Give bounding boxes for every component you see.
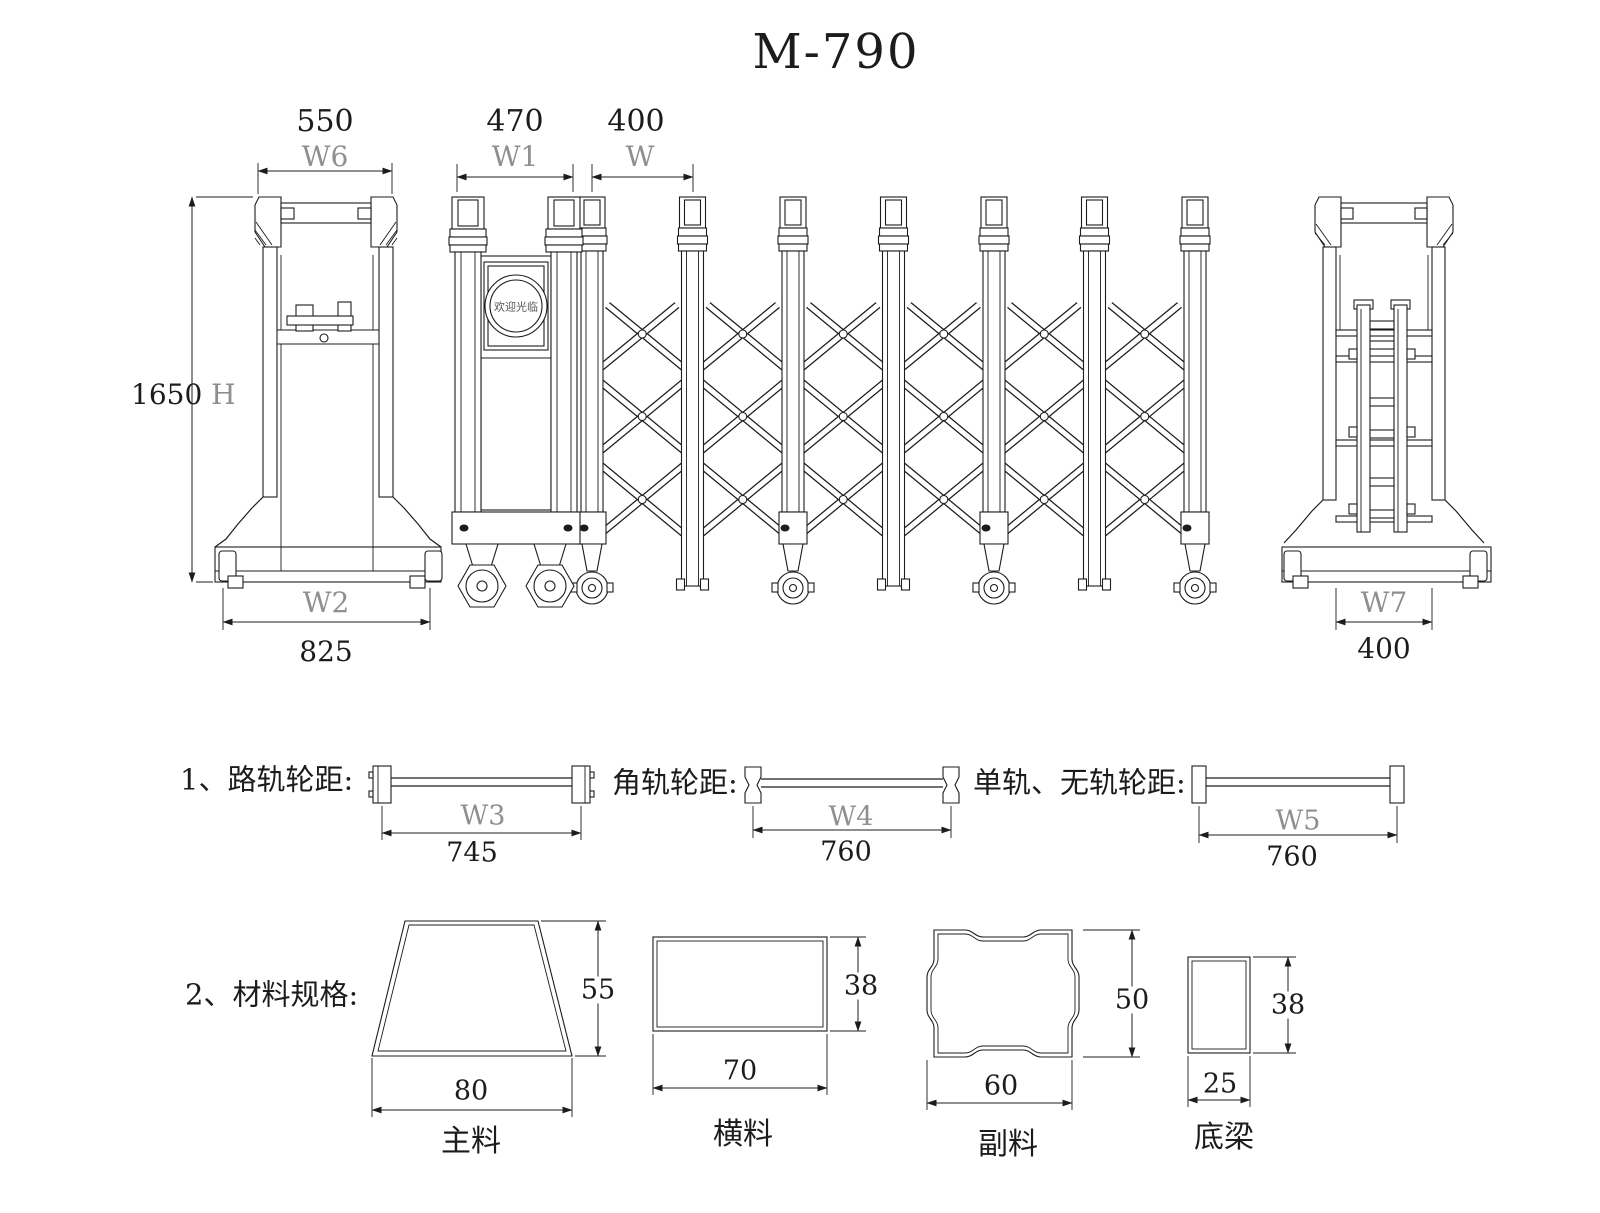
spacing-label-rail: 1、路轨轮距: (180, 762, 354, 797)
dim-bottom-width: 25 (1202, 1068, 1238, 1100)
dim-label-w3: W3 (460, 800, 506, 832)
dim-cross-height: 38 (840, 972, 882, 1000)
spacing-label-trackless: 单轨、无轨轮距: (973, 765, 1186, 800)
material-name-main: 主料 (441, 1124, 501, 1159)
dim-label-w: W (625, 140, 655, 173)
profile-main-material (371, 920, 606, 1117)
materials-heading: 2、材料规格: (185, 977, 359, 1012)
left-side-view-drawing (188, 163, 443, 630)
material-name-sub: 副料 (978, 1127, 1038, 1162)
dim-label-w5: W5 (1275, 805, 1321, 837)
material-name-bottom: 底梁 (1194, 1120, 1254, 1155)
dim-cross-width: 70 (722, 1055, 758, 1087)
axle-diagram-trackless (1191, 765, 1405, 843)
dim-label-w4: W4 (828, 801, 874, 833)
dim-sub-width: 60 (983, 1070, 1019, 1102)
dim-label-w1: W1 (491, 140, 539, 173)
right-side-view-drawing (1281, 196, 1492, 630)
dim-left-base-width: 825 (299, 635, 353, 668)
dim-sub-height: 50 (1111, 986, 1153, 1014)
dim-label-w6: W6 (301, 140, 349, 173)
front-view-motor-unit-drawing (448, 164, 694, 608)
dim-left-height-suffix: H (211, 378, 236, 411)
emblem-text: 欢迎光临 (494, 300, 538, 314)
dim-front-pitch: 400 (607, 104, 665, 139)
dim-bottom-height: 38 (1267, 991, 1309, 1019)
profile-sub-material (926, 929, 1140, 1110)
dim-main-height: 55 (577, 976, 619, 1004)
material-name-cross: 横料 (713, 1117, 773, 1152)
axle-diagram-angle-track (744, 766, 960, 838)
dim-label-w2: W2 (302, 586, 350, 619)
profile-bottom-beam (1187, 956, 1296, 1107)
spacing-value-rail: 745 (446, 837, 498, 869)
axle-diagram-rail-track (368, 765, 595, 840)
page-title: M-790 (752, 24, 920, 80)
dim-right-base-width: 400 (1357, 632, 1411, 665)
dim-left-top-width: 550 (296, 104, 354, 139)
accordion-posts-drawing (571, 197, 1216, 604)
dim-left-height-value: 1650 (131, 378, 203, 411)
profile-cross-material (652, 936, 866, 1095)
spacing-value-trackless: 760 (1266, 841, 1318, 873)
spacing-label-angle: 角轨轮距: (612, 765, 738, 800)
dim-left-height: 1650 H (131, 381, 236, 409)
dim-label-w7: W7 (1360, 586, 1408, 619)
dim-main-width: 80 (453, 1075, 489, 1107)
spacing-value-angle: 760 (820, 836, 872, 868)
dim-front-unit-width: 470 (486, 104, 544, 139)
